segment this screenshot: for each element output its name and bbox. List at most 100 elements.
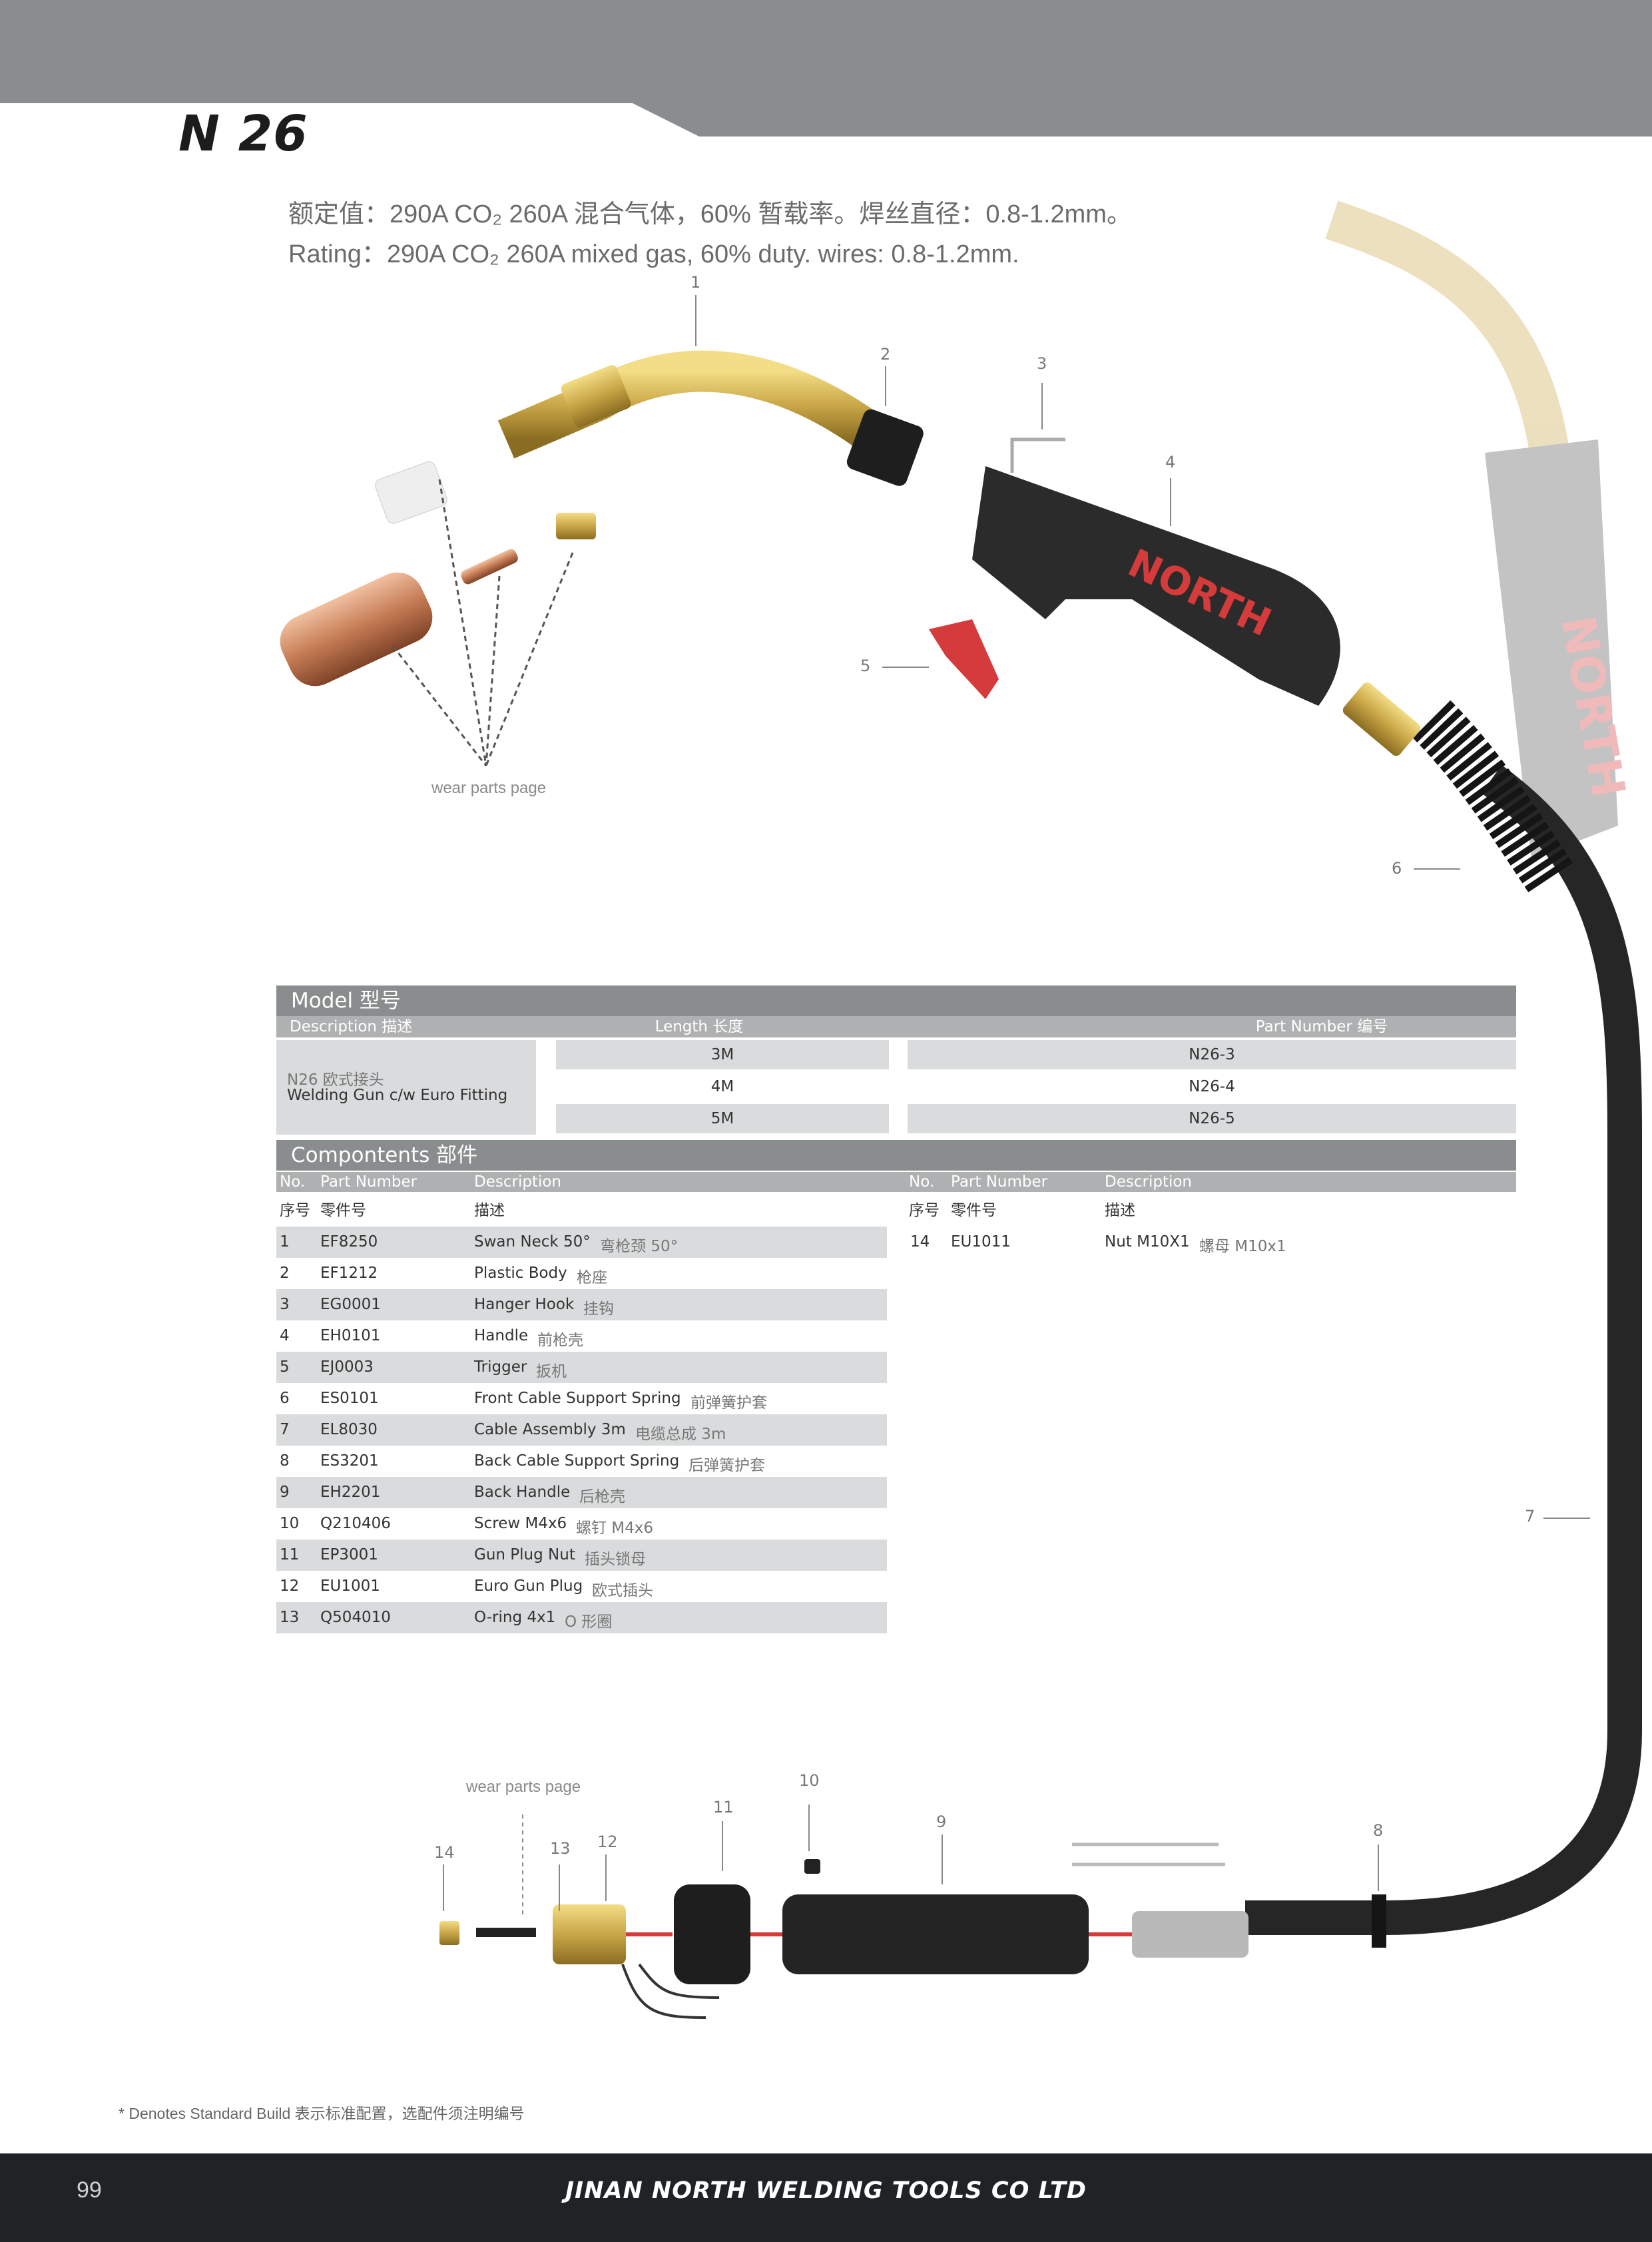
cell-desc: Trigger [474, 1358, 527, 1376]
callout-2: 2 [880, 345, 891, 364]
cell-desc-cn: 前弹簧护套 [690, 1394, 767, 1412]
wear-parts-label-bottom: wear parts page [466, 1778, 581, 1796]
cell-desc: Euro Gun Plug [474, 1577, 583, 1595]
comp-header-part-left: Part Number [320, 1173, 417, 1191]
components-header-bar: No. Part Number Description No. Part Num… [276, 1172, 1516, 1192]
model-table: Model 型号 Description 描述 Length 长度 Part N… [276, 985, 1516, 1139]
gas-diffuser [375, 461, 447, 524]
callout-12: 12 [597, 1832, 618, 1851]
length-row-2: 4M [710, 1078, 734, 1095]
callout-6: 6 [1392, 859, 1402, 878]
cell-no: 2 [280, 1264, 290, 1282]
part-row-2: N26-4 [1189, 1078, 1235, 1095]
cell-desc: Front Cable Support Spring [474, 1390, 681, 1407]
components-title: Compontents 部件 [276, 1140, 1516, 1171]
cell-no: 9 [280, 1484, 290, 1501]
footer-band [0, 2153, 1652, 2242]
comp-header-desc-right: Description [1105, 1173, 1192, 1191]
cell-desc: Handle [474, 1327, 529, 1344]
cell-no: 11 [280, 1546, 300, 1563]
comp-header-desc-left: Description [474, 1173, 561, 1191]
nozzle [280, 572, 433, 687]
cell-no: 10 [280, 1515, 300, 1532]
wear-parts-label-top: wear parts page [431, 779, 547, 797]
rating-chinese: 额定值：290A CO₂ 260A 混合气体，60% 暂载率。焊丝直径：0.8-… [288, 200, 1132, 228]
header-description: Description 描述 [290, 1018, 413, 1035]
cell-part: ES0101 [320, 1390, 379, 1407]
cell-desc-cn: 后弹簧护套 [688, 1457, 765, 1474]
callout-9: 9 [936, 1813, 947, 1831]
cell-desc: Cable Assembly 3m [474, 1421, 626, 1438]
cell-no: 6 [280, 1390, 290, 1407]
model-table-body: N26 欧式接头 Welding Gun c/w Euro Fitting 3M… [276, 1037, 1516, 1135]
cell-part: Q504010 [320, 1609, 391, 1626]
comp-header-part-right: Part Number [951, 1173, 1048, 1191]
comp-header-no-cn-right: 序号 [909, 1202, 940, 1219]
cell-part: EF1212 [320, 1264, 378, 1282]
cell-desc-cn: 枪座 [577, 1269, 607, 1286]
cell-no: 1 [280, 1233, 290, 1251]
cell-desc-cn: 欧式插头 [592, 1582, 653, 1599]
model-description-cell: N26 欧式接头 Welding Gun c/w Euro Fitting [276, 1040, 536, 1135]
cell-part: EU1011 [951, 1233, 1011, 1251]
cell-desc-cn: 弯枪颈 50° [600, 1238, 679, 1255]
comp-header-no-left: No. [280, 1173, 306, 1191]
cell-desc-cn: 前枪壳 [537, 1332, 583, 1349]
euro-gun-plug [553, 1904, 626, 1964]
callout-10: 10 [799, 1771, 820, 1790]
part-row-3: N26-5 [908, 1104, 1516, 1133]
cell-no: 5 [280, 1358, 290, 1376]
cell-no: 12 [280, 1577, 300, 1595]
callout-3: 3 [1037, 354, 1047, 373]
rear-euro-fitting [1132, 1911, 1248, 1958]
table-row: 6 ES0101 Front Cable Support Spring 前弹簧护套 [276, 1383, 887, 1414]
plastic-body [846, 409, 924, 486]
model-description-cn: N26 欧式接头 [287, 1071, 384, 1089]
cell-no: 13 [280, 1609, 300, 1626]
title-tab [0, 103, 699, 156]
cell-no: 14 [910, 1233, 930, 1251]
model-description-en: Welding Gun c/w Euro Fitting [287, 1087, 508, 1104]
cell-desc-cn: 螺钉 M4x6 [576, 1520, 654, 1537]
callout-5: 5 [860, 657, 871, 675]
cell-desc: Hanger Hook [474, 1296, 575, 1313]
callout-14: 14 [434, 1843, 455, 1862]
comp-header-no-cn-left: 序号 [280, 1202, 310, 1219]
company-name: JINAN NORTH WELDING TOOLS CO LTD [565, 2177, 1087, 2204]
screw-m4x6 [804, 1859, 820, 1874]
header-part-number: Part Number 编号 [1255, 1018, 1388, 1035]
trigger [929, 619, 999, 699]
part-row-1: N26-3 [908, 1040, 1516, 1069]
euro-fitting-front [1342, 682, 1421, 756]
nut-m10 [439, 1921, 459, 1945]
cell-desc: Back Handle [474, 1484, 571, 1501]
model-table-header: Description 描述 Length 长度 Part Number 编号 [276, 1016, 1516, 1037]
contact-tip [461, 549, 518, 585]
cell-no: 7 [280, 1421, 290, 1438]
comp-header-desc-cn-left: 描述 [474, 1202, 505, 1219]
comp-header-part-cn-right: 零件号 [951, 1202, 997, 1219]
table-row: 12 EU1001 Euro Gun Plug 欧式插头 [276, 1571, 887, 1602]
cell-no: 8 [280, 1452, 290, 1470]
model-title: N 26 [178, 105, 308, 162]
cell-part: EP3001 [320, 1546, 378, 1563]
comp-header-part-cn-left: 零件号 [320, 1202, 366, 1219]
cell-part: EU1001 [320, 1577, 380, 1595]
front-cable-spring [1412, 700, 1574, 894]
cell-desc: Back Cable Support Spring [474, 1452, 680, 1470]
back-handle [782, 1894, 1089, 1974]
callout-1: 1 [690, 273, 701, 292]
header-length: Length 长度 [655, 1018, 744, 1035]
ghost-torch-illustration: NORTH [1325, 200, 1636, 859]
cell-desc-cn: 挂钩 [583, 1300, 614, 1318]
cell-part: ES3201 [320, 1452, 379, 1470]
components-title-bar: Compontents 部件 [276, 1140, 1516, 1171]
cell-desc: Swan Neck 50° [474, 1233, 591, 1251]
cell-part: EH0101 [320, 1327, 381, 1344]
